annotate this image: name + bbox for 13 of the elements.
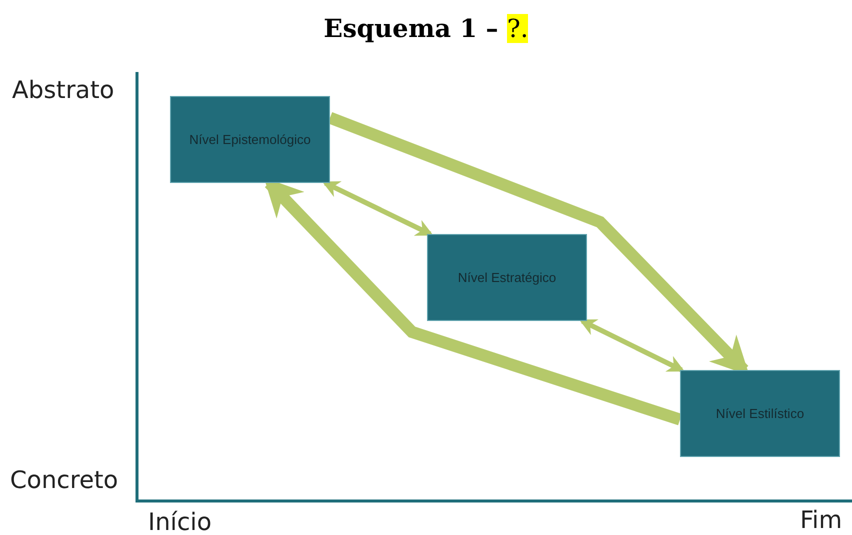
title: Esquema 1 – ?. (324, 14, 528, 43)
arrow (322, 180, 434, 236)
axis-label: Abstrato (12, 76, 114, 104)
level-label: Nível Estratégico (458, 270, 556, 285)
arrow (579, 318, 685, 372)
level-label: Nível Epistemológico (189, 132, 311, 147)
axis-label: Fim (800, 506, 842, 534)
level-box (170, 96, 330, 183)
level-box (680, 370, 840, 457)
axis-label: Concreto (10, 466, 118, 494)
level-box (427, 234, 587, 321)
level-label: Nível Estilístico (716, 406, 804, 421)
axis-label: Início (148, 508, 212, 535)
